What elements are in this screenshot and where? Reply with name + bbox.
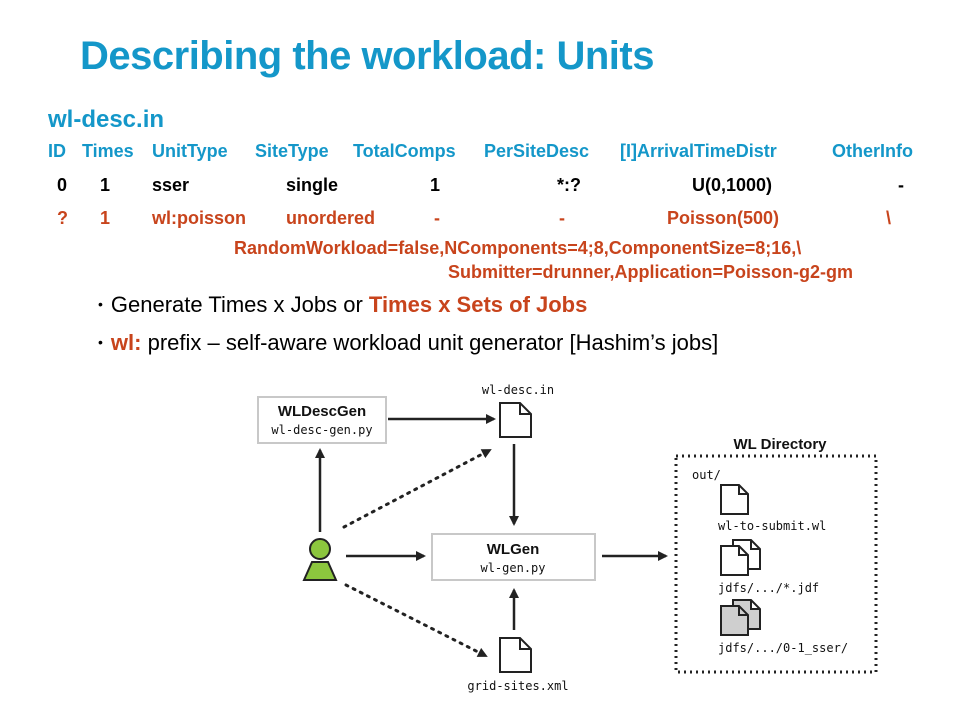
- wlgen-file: wl-gen.py: [480, 561, 545, 575]
- table-cell: U(0,1000): [692, 175, 773, 195]
- gridsites-document-icon: [499, 637, 532, 673]
- directory-frame: [674, 454, 878, 674]
- table-cell: -: [434, 208, 440, 228]
- table-cell: 0: [57, 175, 68, 195]
- col-header-persitedesc: PerSiteDesc: [484, 141, 590, 161]
- table-cell: sser: [152, 175, 190, 195]
- bullet-item: • Generate Times x Jobs or Times x Sets o…: [98, 292, 587, 318]
- arrow-user-to-desc: [342, 448, 492, 529]
- col-header-sitetype: SiteType: [255, 141, 329, 161]
- table-cell: -: [559, 208, 565, 228]
- wlgen-title: WLGen: [487, 541, 540, 558]
- col-header-arrival: [I]ArrivalTimeDistr: [620, 141, 777, 161]
- wldescgen-title: WLDescGen: [278, 403, 366, 420]
- item3-label: jdfs/.../0-1_sser/: [718, 641, 848, 655]
- wldescgen-file: wl-desc-gen.py: [271, 423, 372, 437]
- table-cell: *:?: [557, 175, 581, 195]
- bullet-item: • wl: prefix – self-aware workload unit g…: [98, 330, 718, 356]
- col-header-totalcomps: TotalComps: [353, 141, 456, 161]
- table-cell: single: [286, 175, 339, 195]
- continuation-line: Submitter=drunner,Application=Poisson-g2…: [448, 262, 854, 282]
- col-header-id: ID: [48, 141, 66, 161]
- wlgen-box: WLGen wl-gen.py: [431, 533, 596, 581]
- arrow-user-to-grid: [344, 583, 488, 658]
- col-header-unittype: UnitType: [152, 141, 228, 161]
- bullet-highlight: Times x Sets of Jobs: [368, 292, 588, 317]
- wldesc-label: wl-desc.in: [482, 383, 554, 397]
- directory-title: WL Directory: [733, 436, 827, 453]
- jdf-files-icon: [720, 539, 761, 576]
- sser-folder-icon: [720, 599, 761, 636]
- col-header-times: Times: [82, 141, 134, 161]
- table-cell: \: [886, 208, 892, 228]
- item2-label: jdfs/.../*.jdf: [718, 581, 819, 595]
- continuation-line: RandomWorkload=false,NComponents=4;8,Com…: [234, 238, 802, 258]
- table-cell: ?: [57, 208, 68, 228]
- bullet-dot-icon: •: [98, 334, 103, 350]
- item1-label: wl-to-submit.wl: [718, 519, 826, 533]
- bullet-highlight: wl:: [110, 330, 142, 355]
- gridsites-label: grid-sites.xml: [467, 679, 568, 693]
- wldescgen-box: WLDescGen wl-desc-gen.py: [257, 396, 387, 444]
- wl-file-icon: [720, 484, 749, 515]
- table-cell: wl:poisson: [152, 208, 246, 228]
- table-cell: 1: [100, 208, 111, 228]
- slide-title: Describing the workload: Units: [80, 34, 654, 78]
- user-icon: [302, 538, 338, 581]
- file-name: wl-desc.in: [48, 106, 165, 133]
- table-cell: Poisson(500): [667, 208, 780, 228]
- table-cell: -: [898, 175, 904, 195]
- col-header-otherinfo: OtherInfo: [832, 141, 913, 161]
- bullet-tail: prefix – self-aware workload unit genera…: [141, 330, 719, 355]
- table-cell: 1: [100, 175, 111, 195]
- bullet-dot-icon: •: [98, 296, 103, 312]
- bullet-text: Generate Times x Jobs or: [110, 292, 369, 317]
- table-cell: unordered: [286, 208, 376, 228]
- wldesc-document-icon: [499, 402, 532, 438]
- table-cell: 1: [430, 175, 441, 195]
- out-label: out/: [692, 468, 721, 482]
